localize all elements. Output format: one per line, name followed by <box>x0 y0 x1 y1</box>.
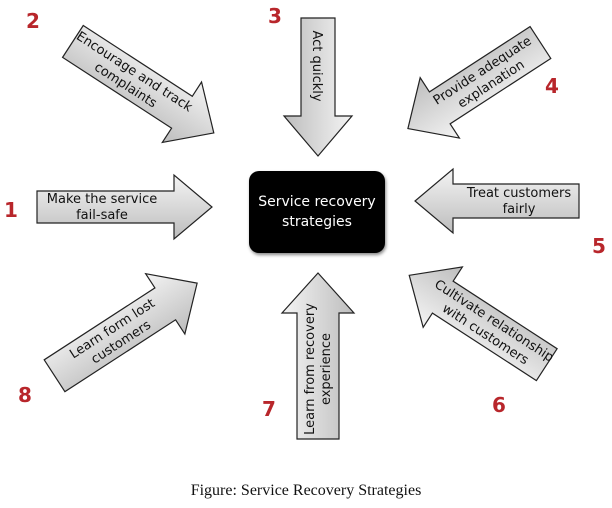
number-7: 7 <box>262 397 276 421</box>
arrow-1-make-service-fail-safe: Make the service fail-safe <box>36 173 213 241</box>
figure-caption: Figure: Service Recovery Strategies <box>190 482 422 499</box>
arrow-3-label: Act quickly <box>309 30 324 101</box>
number-1: 1 <box>4 198 18 222</box>
arrow-5-label-line2: fairly <box>503 202 536 217</box>
number-5: 5 <box>592 234 606 258</box>
number-4: 4 <box>545 74 559 98</box>
arrow-3-act-quickly: Act quickly <box>282 17 354 157</box>
arrow-7-learn-from-recovery: Learn from recovery experience <box>280 272 356 440</box>
arrow-1-label-line1: Make the service <box>47 192 157 207</box>
arrow-7-label-line1: Learn from recovery <box>303 303 318 435</box>
arrow-7-label-line2: experience <box>319 333 334 405</box>
arrow-6-cultivate-relationship: Cultivate relationship with customers <box>408 266 558 382</box>
arrow-5-treat-customers-fairly: Treat customers fairly <box>414 167 580 235</box>
arrow-4-provide-adequate-explanation: Provide adequate explanation <box>407 25 552 139</box>
number-2: 2 <box>26 9 40 33</box>
number-3: 3 <box>268 4 282 28</box>
number-8: 8 <box>18 383 32 407</box>
center-line1: Service recovery <box>258 194 376 210</box>
number-6: 6 <box>492 393 506 417</box>
center-box-service-recovery-strategies: Service recovery strategies <box>249 171 385 253</box>
arrow-2-encourage-track-complaints: Encourage and track complaints <box>61 24 215 144</box>
arrow-5-label-line1: Treat customers <box>466 186 572 201</box>
center-box-label: Service recovery strategies <box>257 192 377 232</box>
center-line2: strategies <box>282 214 352 230</box>
arrow-1-label-line2: fail-safe <box>76 208 128 223</box>
arrow-8-learn-from-lost-customers: Learn form lost customers <box>43 272 198 393</box>
diagram-canvas: Make the service fail-safe 1 Encourage a… <box>4 4 606 440</box>
